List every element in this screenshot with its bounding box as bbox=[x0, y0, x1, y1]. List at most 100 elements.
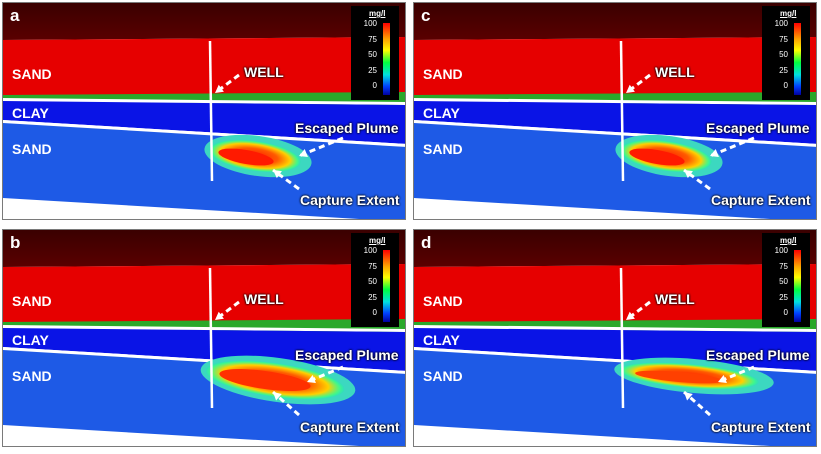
sand-bottom-label: SAND bbox=[423, 368, 463, 384]
clay-top-line bbox=[3, 98, 405, 105]
lower-sand-layer bbox=[3, 123, 405, 219]
arrows bbox=[214, 300, 344, 417]
legend-tick: 25 bbox=[368, 65, 377, 75]
escaped-plume-label: Escaped Plume bbox=[706, 347, 810, 363]
top-dark-layer bbox=[414, 3, 816, 40]
capture-extent-label: Capture Extent bbox=[711, 192, 811, 208]
clay-label: CLAY bbox=[12, 332, 49, 348]
legend-tick: 75 bbox=[779, 34, 788, 44]
escaped-plume-arrow-head bbox=[299, 149, 308, 158]
escaped-plume-label: Escaped Plume bbox=[295, 347, 399, 363]
top-dark-layer bbox=[3, 3, 405, 40]
plume-core bbox=[629, 148, 685, 166]
sand-top-label: SAND bbox=[423, 293, 463, 309]
escaped-plume-arrow-head bbox=[718, 374, 727, 383]
cross-section bbox=[3, 3, 405, 219]
plume bbox=[614, 357, 774, 395]
upper-sand-layer bbox=[3, 264, 405, 323]
escaped-plume-label: Escaped Plume bbox=[295, 120, 399, 136]
clay-bottom-line bbox=[414, 120, 816, 147]
clay-top-line bbox=[414, 325, 816, 332]
well-label: WELL bbox=[655, 64, 695, 80]
capture-extent-arrow-shaft bbox=[272, 168, 300, 191]
well-arrow-head bbox=[215, 311, 224, 320]
legend-unit: mg/l bbox=[780, 9, 797, 18]
lower-sand-layer bbox=[414, 123, 816, 219]
clay-top-line bbox=[3, 325, 405, 332]
escaped-plume-arrow-head bbox=[710, 149, 719, 158]
sand-bottom-label: SAND bbox=[12, 368, 52, 384]
capture-extent-label: Capture Extent bbox=[300, 419, 400, 435]
legend-tick: 50 bbox=[368, 50, 377, 59]
capture-extent-arrow-head bbox=[684, 392, 693, 401]
panel-letter: a bbox=[10, 6, 20, 25]
plume bbox=[200, 355, 356, 405]
upper-sand-layer bbox=[414, 37, 816, 96]
legend-color-bar bbox=[794, 23, 801, 95]
well-arrow-head bbox=[215, 84, 224, 93]
capture-extent-arrow-head bbox=[684, 170, 693, 179]
capture-extent-arrow-head bbox=[273, 392, 282, 401]
escaped-plume-label: Escaped Plume bbox=[706, 120, 810, 136]
clay-layer bbox=[3, 101, 405, 144]
clay-bottom-line bbox=[3, 120, 405, 147]
legend-tick: 100 bbox=[363, 246, 377, 255]
well-label: WELL bbox=[244, 291, 284, 307]
arrows bbox=[214, 73, 344, 191]
arrows bbox=[625, 73, 755, 191]
clay-label: CLAY bbox=[423, 332, 460, 348]
well-arrow-head bbox=[626, 84, 635, 93]
cross-section bbox=[414, 3, 816, 219]
legend-tick: 50 bbox=[779, 277, 788, 286]
capture-extent-arrow-shaft bbox=[272, 390, 300, 417]
cross-section bbox=[414, 230, 816, 446]
panel-letter: d bbox=[421, 233, 432, 252]
legend-tick: 75 bbox=[779, 261, 788, 271]
legend-unit: mg/l bbox=[780, 236, 797, 245]
legend-tick: 100 bbox=[363, 19, 377, 28]
clay-layer bbox=[3, 328, 405, 371]
legend-tick: 50 bbox=[368, 277, 377, 286]
plume bbox=[615, 134, 723, 178]
legend-tick: 25 bbox=[779, 65, 788, 75]
plume-core bbox=[219, 369, 311, 391]
legend-color-bar bbox=[383, 23, 390, 95]
clay-layer bbox=[414, 328, 816, 371]
capture-extent-arrow-shaft bbox=[683, 390, 711, 417]
well-line bbox=[208, 40, 214, 182]
panel-letter: b bbox=[10, 233, 21, 252]
capture-extent-arrow-shaft bbox=[683, 168, 711, 191]
legend-tick: 75 bbox=[368, 261, 377, 271]
well-line bbox=[619, 40, 625, 182]
legend-tick: 50 bbox=[779, 50, 788, 59]
well-line bbox=[619, 267, 625, 409]
well-line bbox=[208, 267, 214, 409]
legend-tick: 25 bbox=[779, 292, 788, 302]
legend-tick: 0 bbox=[372, 81, 377, 90]
legend-color-bar bbox=[383, 250, 390, 322]
escaped-plume-arrow-shaft bbox=[298, 136, 344, 158]
upper-sand-layer bbox=[3, 37, 405, 96]
cross-section bbox=[3, 230, 405, 446]
sand-bottom-label: SAND bbox=[12, 141, 52, 157]
clay-top-line bbox=[414, 98, 816, 105]
legend-unit: mg/l bbox=[369, 9, 386, 18]
sand-top-label: SAND bbox=[12, 66, 52, 82]
well-label: WELL bbox=[655, 291, 695, 307]
sand-bottom-label: SAND bbox=[423, 141, 463, 157]
capture-extent-label: Capture Extent bbox=[300, 192, 400, 208]
legend-tick: 100 bbox=[774, 19, 788, 28]
escaped-plume-arrow-head bbox=[307, 374, 316, 383]
upper-sand-layer bbox=[414, 264, 816, 323]
sand-top-label: SAND bbox=[12, 293, 52, 309]
legend-color-bar bbox=[794, 250, 801, 322]
top-dark-layer bbox=[3, 230, 405, 267]
plume-core bbox=[218, 148, 274, 166]
capture-extent-label: Capture Extent bbox=[711, 419, 811, 435]
